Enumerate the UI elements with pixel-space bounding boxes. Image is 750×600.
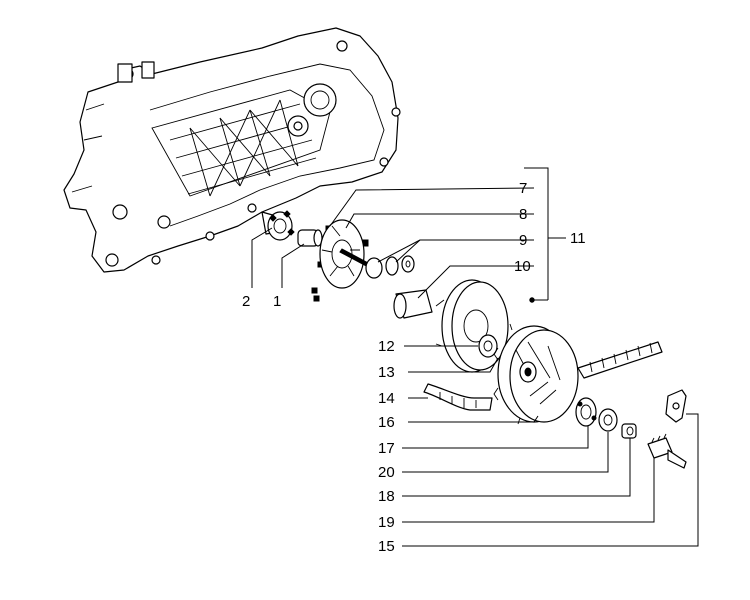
driven-pulley-part-16 [493, 323, 579, 425]
label-part-17: 17 [378, 440, 395, 457]
label-part-20: 20 [378, 464, 395, 481]
label-part-14: 14 [378, 390, 395, 407]
leader-lines [251, 167, 699, 547]
label-part-9: 9 [519, 232, 527, 249]
shaft-gear-part-19 [647, 433, 687, 469]
bushing-part-1 [297, 229, 323, 247]
label-part-15: 15 [378, 538, 395, 555]
ring-part-20 [598, 408, 618, 432]
plate-part-15 [665, 389, 687, 423]
washer-part-9 [365, 255, 415, 279]
label-part-1: 1 [273, 293, 281, 310]
label-part-11: 11 [570, 230, 586, 247]
label-part-13: 13 [378, 364, 395, 381]
variator-plate-part-8 [319, 219, 373, 289]
label-part-8: 8 [519, 206, 527, 223]
label-part-7: 7 [519, 180, 527, 197]
bearing-part-2 [267, 210, 295, 241]
belt-segment-part-14 [423, 383, 493, 411]
label-part-16: 16 [378, 414, 395, 431]
bearing-part-17 [575, 397, 597, 427]
bushing-part-18 [621, 423, 637, 439]
label-part-2: 2 [242, 293, 250, 310]
part-numbers: 2 1 7 8 9 10 11 12 13 14 16 17 20 18 19 … [242, 180, 586, 555]
spacer-tube-part-10 [393, 289, 433, 319]
label-part-10: 10 [514, 258, 531, 275]
washer-part-12 [478, 334, 498, 358]
label-part-18: 18 [378, 488, 395, 505]
label-part-12: 12 [378, 338, 395, 355]
label-part-19: 19 [378, 514, 395, 531]
drive-belt-part-13 [577, 341, 663, 379]
